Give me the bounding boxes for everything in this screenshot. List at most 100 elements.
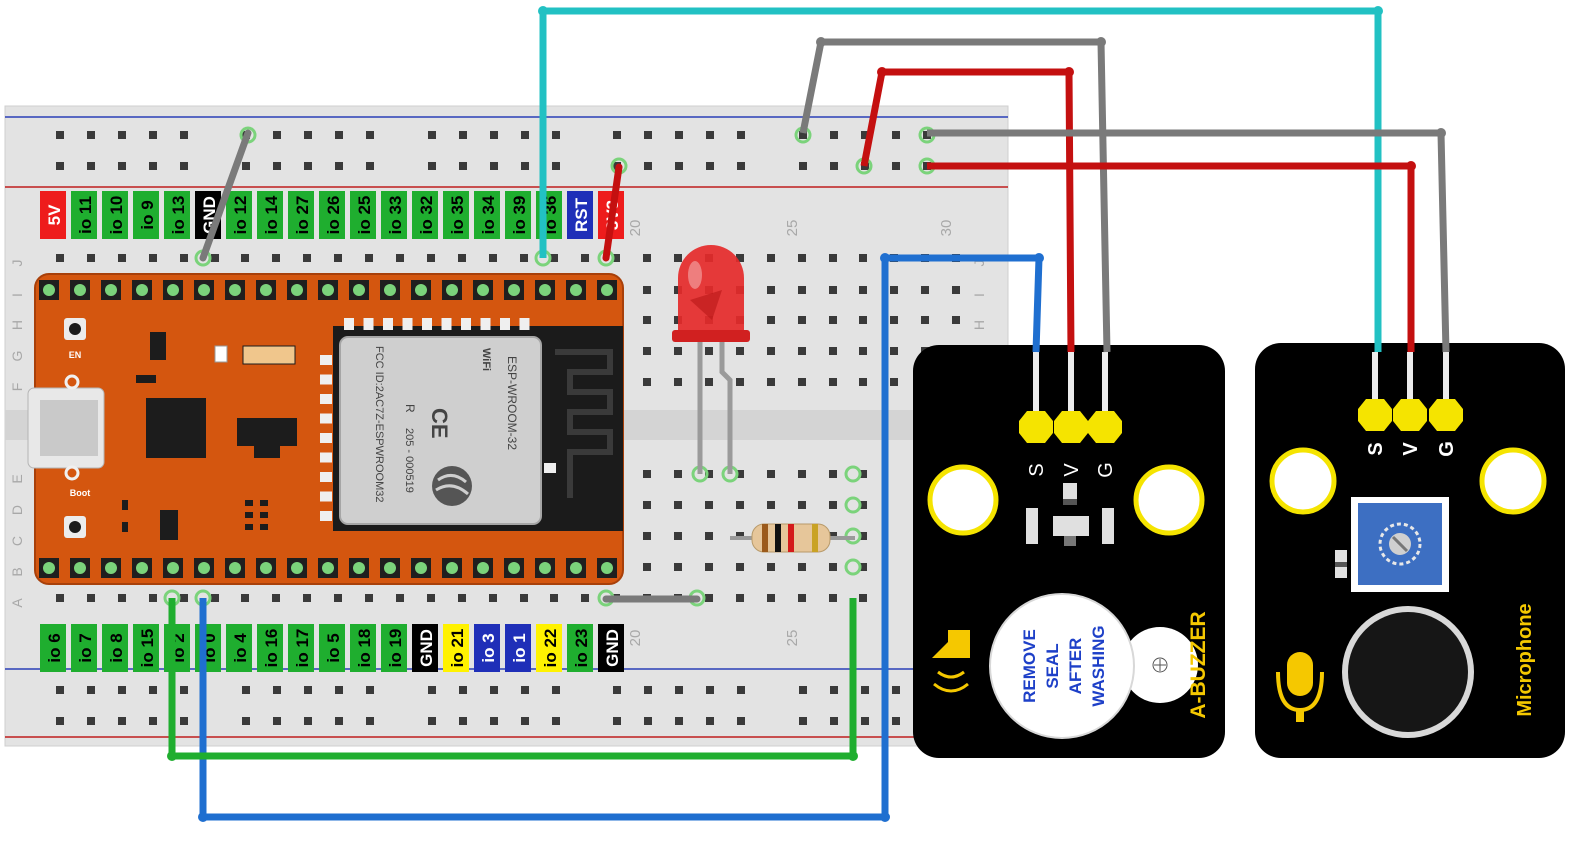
column-label-30-top: 30 <box>938 220 955 237</box>
breadboard-hole <box>180 594 188 602</box>
breadboard-hole <box>459 131 467 139</box>
top-pin-bg <box>350 191 376 239</box>
breadboard-hole <box>87 717 95 725</box>
breadboard-hole <box>798 254 806 262</box>
wire-blue-buzzer-signal <box>199 254 1043 821</box>
breadboard-hole <box>798 594 806 602</box>
header-pin-hole <box>198 562 210 574</box>
breadboard-hole <box>304 686 312 694</box>
breadboard-hole <box>859 470 867 478</box>
module-pin-leg <box>1033 352 1039 421</box>
module-pin-label: S <box>1365 442 1387 455</box>
red-led[interactable] <box>672 245 750 474</box>
breadboard-hole <box>458 594 466 602</box>
top-pin-bg <box>40 191 66 239</box>
breadboard-hole <box>767 254 775 262</box>
breadboard-hole <box>427 594 435 602</box>
module-pin-leg <box>1443 352 1449 409</box>
module-pad <box>363 318 374 330</box>
bottom-pin-bg <box>350 624 376 672</box>
breadboard-hole <box>490 686 498 694</box>
breadboard-hole <box>767 501 775 509</box>
seal-line-3: AFTER <box>1066 638 1085 695</box>
breadboard-hole <box>211 594 219 602</box>
breadboard-hole <box>829 594 837 602</box>
header-pin-hole <box>260 284 272 296</box>
breadboard-hole <box>859 501 867 509</box>
breadboard-hole <box>149 254 157 262</box>
breadboard-hole <box>830 686 838 694</box>
breadboard-hole <box>829 254 837 262</box>
seal-line-1: REMOVE <box>1020 629 1039 703</box>
resistor[interactable] <box>730 523 855 553</box>
header-pin-hole <box>229 562 241 574</box>
breadboard-hole <box>56 717 64 725</box>
top-pin-bg <box>164 191 190 239</box>
module-pad <box>383 318 393 330</box>
breadboard-hole <box>490 717 498 725</box>
breadboard-hole <box>118 254 126 262</box>
breadboard-hole <box>521 686 529 694</box>
module-pin-label: S <box>1026 463 1048 476</box>
breadboard-hole <box>428 717 436 725</box>
top-pin-label: io 33 <box>386 196 405 235</box>
top-pin-bg <box>443 191 469 239</box>
breadboard-hole <box>705 378 713 386</box>
breadboard-hole <box>521 131 529 139</box>
bottom-pin-bg <box>319 624 345 672</box>
breadboard-hole <box>87 131 95 139</box>
breadboard-hole <box>550 594 558 602</box>
row-label-left: A <box>9 598 25 608</box>
breadboard-hole <box>552 131 560 139</box>
top-pin-label: io 34 <box>479 195 498 234</box>
breadboard-hole <box>581 594 589 602</box>
breadboard-hole <box>303 594 311 602</box>
top-pin-label: io 25 <box>355 196 374 235</box>
module-pad <box>422 318 432 330</box>
breadboard-hole <box>674 254 682 262</box>
breadboard-hole <box>674 501 682 509</box>
breadboard-hole <box>180 254 188 262</box>
breadboard-hole <box>334 254 342 262</box>
row-label-left: I <box>9 293 25 297</box>
breadboard-hole <box>428 131 436 139</box>
breadboard-hole <box>705 470 713 478</box>
header-pin-hole <box>384 284 396 296</box>
column-label-20-bottom: 20 <box>627 630 644 647</box>
breadboard-hole <box>706 686 714 694</box>
header-pin-hole <box>136 562 148 574</box>
module-pad <box>320 433 332 443</box>
breadboard-hole <box>674 532 682 540</box>
bottom-pin-label: GND <box>417 629 436 667</box>
top-pin-bg <box>381 191 407 239</box>
breadboard-hole <box>459 717 467 725</box>
breadboard-hole <box>890 378 898 386</box>
breadboard-hole <box>118 131 126 139</box>
module-pad <box>441 318 452 330</box>
breadboard-hole <box>552 717 560 725</box>
breadboard-hole <box>644 131 652 139</box>
breadboard-hole <box>180 686 188 694</box>
breadboard-hole <box>921 316 929 324</box>
top-pin-bg <box>505 191 531 239</box>
wire-red-buzzer-vcc <box>860 68 1075 353</box>
bottom-pin-label: io 6 <box>45 633 64 662</box>
breadboard-hole <box>861 686 869 694</box>
breadboard-hole <box>675 162 683 170</box>
breadboard-hole <box>428 162 436 170</box>
top-pin-bg <box>474 191 500 239</box>
bottom-pin-bg <box>505 624 531 672</box>
regulator <box>237 418 297 446</box>
breadboard-hole <box>180 717 188 725</box>
bottom-pin-bg <box>133 624 159 672</box>
esp32-pin-headers <box>39 280 617 578</box>
top-pin-label: io 39 <box>510 196 529 235</box>
breadboard-hole <box>859 316 867 324</box>
bottom-pin-bg <box>381 624 407 672</box>
bottom-pin-label: GND <box>603 629 622 667</box>
breadboard-hole <box>736 594 744 602</box>
breadboard-hole <box>798 563 806 571</box>
seal-line-2: SEAL <box>1043 643 1062 688</box>
module-ce: CE <box>427 408 452 439</box>
